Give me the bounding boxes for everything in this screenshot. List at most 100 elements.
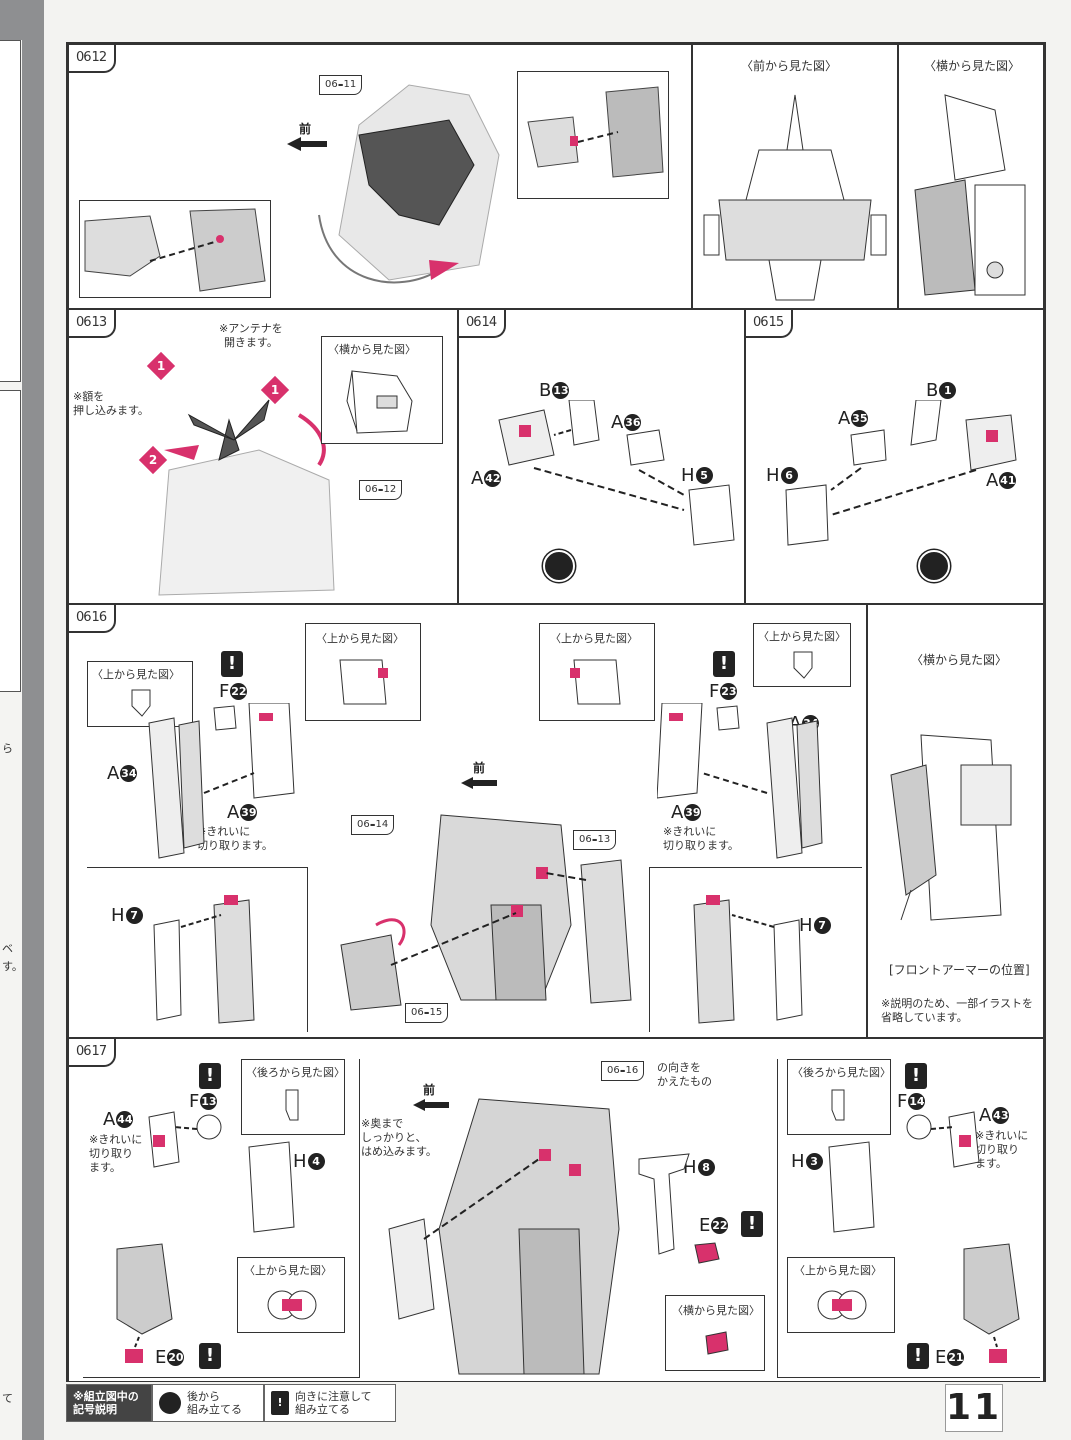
previous-page-edge: ら ベ す。 て — [0, 40, 23, 1440]
part-label: F13 — [189, 1091, 218, 1112]
back-view-caption: 〈後ろから見た図〉 — [246, 1066, 345, 1079]
part-number: 7 — [813, 917, 831, 934]
head-antenna-illustration — [158, 399, 335, 596]
part-letter: A — [986, 470, 1000, 491]
orientation-warning-icon: ! — [905, 1063, 927, 1089]
top-view-inset: 〈上から見た図〉 — [539, 623, 655, 721]
ref-step-06-13: 06-13 — [573, 830, 617, 850]
page-number: 11 — [945, 1384, 1003, 1432]
cut-text: す。 — [2, 960, 23, 973]
ref-sub: 15 — [429, 1007, 443, 1018]
back-view-inset: 〈後ろから見た図〉 — [241, 1059, 345, 1135]
assemble-later-icon — [918, 550, 950, 582]
part-number: 13 — [552, 382, 570, 399]
part-letter: A — [671, 802, 685, 823]
part-letter: A — [611, 412, 625, 433]
ref-num: 06 — [411, 1007, 424, 1018]
part-number: 43 — [992, 1107, 1010, 1124]
part-label: A39 — [227, 802, 258, 823]
part-assembly-illustration — [498, 400, 735, 546]
head-detail-illustration — [84, 208, 266, 292]
part-letter: B — [539, 380, 553, 401]
orientation-warning-icon: ! — [713, 651, 735, 677]
front-view-caption: 〈前から見た図〉 — [741, 59, 838, 73]
part-number: 36 — [624, 414, 642, 431]
step-number: 0617 — [69, 1039, 117, 1067]
back-view-caption: 〈後ろから見た図〉 — [792, 1066, 891, 1079]
front-arrow-icon — [413, 1099, 449, 1111]
part-side-illustration — [705, 1331, 729, 1355]
top-view-inset: 〈上から見た図〉 — [787, 1257, 895, 1333]
part-top-illustration — [793, 651, 813, 679]
part-letter: A — [103, 1109, 117, 1130]
step-number-main: 06 — [76, 1044, 92, 1059]
skirt-part-illustration — [963, 1243, 1020, 1363]
step-number-main: 06 — [753, 315, 769, 330]
step-number-sub: 15 — [768, 315, 785, 330]
left-detail-frame — [83, 1059, 360, 1378]
part-letter: F — [219, 681, 231, 702]
front-arrow-icon — [287, 137, 327, 151]
armor-hinge-illustration — [693, 895, 803, 1024]
part-number: 14 — [908, 1093, 926, 1110]
antenna-note: ※アンテナを 開きます。 — [219, 322, 283, 349]
part-letter: B — [926, 380, 940, 401]
step-number: 0612 — [69, 45, 117, 73]
step-number-main: 06 — [76, 315, 92, 330]
waist-assembly-illustration — [340, 814, 632, 1011]
part-back-illustration — [831, 1089, 845, 1121]
top-view-inset: 〈上から見た図〉 — [305, 623, 421, 721]
ref-sub: 12 — [383, 484, 397, 495]
ref-sub: 13 — [597, 834, 611, 845]
legend-back-label: 後から 組み立てる — [187, 1390, 242, 1416]
previous-page-panel — [0, 40, 21, 382]
skirt-part-illustration — [116, 1243, 173, 1363]
part-letter: A — [107, 763, 121, 784]
step-number: 0615 — [746, 310, 794, 338]
right-detail-frame — [777, 1059, 1040, 1378]
divider — [691, 45, 693, 308]
back-view-inset: 〈後ろから見た図〉 — [787, 1059, 891, 1135]
divider — [866, 605, 868, 1037]
step-number: 0613 — [69, 310, 117, 338]
top-view-inset: 〈上から見た図〉 — [753, 623, 851, 687]
step-number-sub: 16 — [91, 610, 108, 625]
ref-sub: 11 — [343, 79, 357, 90]
part-letter: A — [471, 468, 485, 489]
step-number-main: 06 — [76, 610, 92, 625]
part-letter: H — [111, 905, 126, 926]
top-view-caption: 〈上から見た図〉 — [92, 668, 180, 681]
part-top-illustration — [817, 1290, 867, 1320]
orientation-warning-icon: ! — [741, 1211, 763, 1237]
side-view-caption: 〈横から見た図〉 — [924, 59, 1021, 73]
ref-num: 06 — [365, 484, 378, 495]
ref-note: の向きを かえたもの — [657, 1061, 712, 1088]
front-armor-right-illustration — [657, 703, 823, 859]
part-number: 6 — [780, 467, 798, 484]
top-view-caption: 〈上から見た図〉 — [794, 1264, 882, 1277]
part-number: 3 — [805, 1153, 823, 1170]
forehead-note: ※額を 押し込みます。 — [73, 390, 149, 417]
part-label: E20 — [155, 1347, 185, 1368]
instruction-page: 0612 06-11 前 — [44, 0, 1071, 1440]
legend-orientation-warning: ! 向きに注意して 組み立てる — [264, 1384, 396, 1422]
part-number: 1 — [939, 382, 957, 399]
part-label: A42 — [471, 468, 502, 489]
side-view-caption: 〈横から見た図〉 — [911, 653, 1008, 667]
part-label: E22 — [699, 1215, 729, 1236]
part-label: A41 — [986, 470, 1017, 491]
orientation-warning-icon: ! — [199, 1343, 221, 1369]
previous-page-panel — [0, 390, 21, 692]
part-letter: A — [979, 1105, 993, 1126]
part-number: 44 — [116, 1111, 134, 1128]
part-top-illustration — [570, 659, 621, 705]
part-back-illustration — [285, 1089, 299, 1121]
top-view-caption: 〈上から見た図〉 — [244, 1264, 332, 1277]
part-label: A35 — [838, 408, 869, 429]
ref-num: 06 — [607, 1065, 620, 1076]
